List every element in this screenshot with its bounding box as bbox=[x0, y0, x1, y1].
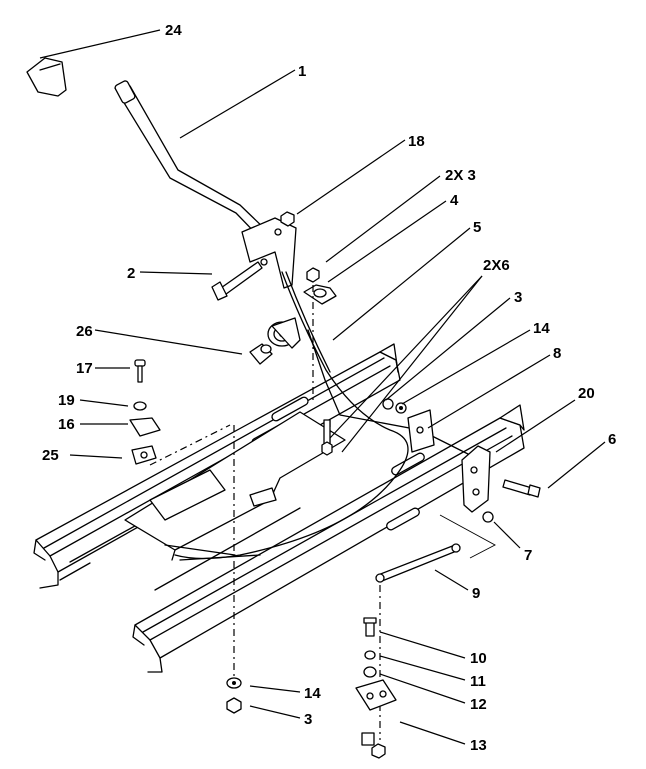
callout-12: 12 bbox=[470, 696, 487, 713]
bracket-part-20 bbox=[461, 445, 491, 513]
callout-25: 25 bbox=[42, 447, 59, 464]
callout-24: 24 bbox=[165, 22, 182, 39]
bottom-washer-nut bbox=[226, 677, 242, 714]
callout-1: 1 bbox=[298, 63, 306, 80]
mounting-plate bbox=[124, 411, 346, 561]
callout-6: 6 bbox=[608, 431, 616, 448]
washer-stack bbox=[382, 398, 407, 414]
callout-19: 19 bbox=[58, 392, 75, 409]
hardware-stack bbox=[355, 585, 397, 759]
callout-2x3: 2X 3 bbox=[445, 167, 476, 184]
shift-cable bbox=[174, 271, 409, 560]
callout-3-upper: 3 bbox=[514, 289, 522, 306]
callout-9: 9 bbox=[472, 585, 480, 602]
callout-26: 26 bbox=[76, 323, 93, 340]
bolt-part-6 bbox=[502, 479, 541, 498]
bolts-2x6 bbox=[321, 419, 333, 456]
callout-7: 7 bbox=[524, 547, 532, 564]
callout-2: 2 bbox=[127, 265, 135, 282]
callout-11: 11 bbox=[470, 673, 486, 690]
callout-14-upper: 14 bbox=[533, 320, 550, 337]
lever-knob bbox=[26, 57, 67, 97]
leader-lines bbox=[39, 29, 606, 745]
callout-20: 20 bbox=[578, 385, 595, 402]
callout-17: 17 bbox=[76, 360, 93, 377]
callout-10: 10 bbox=[470, 650, 487, 667]
callout-2x6: 2X6 bbox=[483, 257, 510, 274]
callout-18: 18 bbox=[408, 133, 425, 150]
rod-part-9 bbox=[375, 543, 461, 583]
bracket-part-8 bbox=[407, 409, 435, 453]
callout-16: 16 bbox=[58, 416, 75, 433]
callout-5: 5 bbox=[473, 219, 481, 236]
nut-part-18 bbox=[280, 211, 295, 227]
nut-part-7 bbox=[482, 511, 494, 523]
bushing-part-26 bbox=[249, 343, 273, 365]
bolt-part-2 bbox=[211, 261, 263, 301]
callout-4: 4 bbox=[450, 192, 459, 209]
callout-3-lower: 3 bbox=[304, 711, 312, 728]
left-hardware-stack bbox=[129, 359, 161, 465]
clamp-part-4 bbox=[303, 267, 337, 305]
callout-8: 8 bbox=[553, 345, 561, 362]
callout-13: 13 bbox=[470, 737, 487, 754]
shift-rod bbox=[307, 329, 471, 456]
pivot-bracket bbox=[267, 317, 301, 349]
shift-lever bbox=[114, 80, 269, 241]
callout-14-lower: 14 bbox=[304, 685, 321, 702]
right-frame-rail bbox=[132, 343, 525, 673]
rod-hidden-edge bbox=[439, 514, 496, 559]
